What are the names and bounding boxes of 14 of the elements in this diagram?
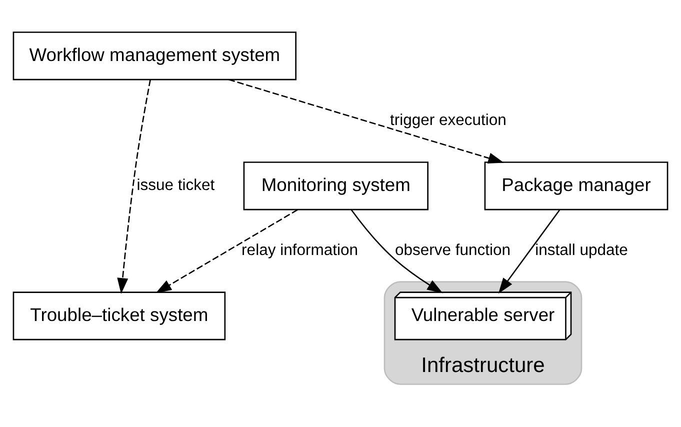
arrow [228,78,504,164]
node-box: Workflow management system [12,32,296,80]
node-box: Package manager [484,162,668,210]
arrow [498,210,560,294]
arrow [350,209,443,294]
edge-label: issue ticket [136,176,215,194]
edge-label: trigger execution [390,112,506,129]
arrow [156,209,298,294]
node-box: Trouble–ticket system [12,292,226,340]
arrow [117,80,151,294]
node-box: Monitoring system [243,162,428,210]
edge-label: install update [535,242,628,260]
edge-label: observe function [395,242,511,260]
edge-label: relay information [242,242,358,260]
